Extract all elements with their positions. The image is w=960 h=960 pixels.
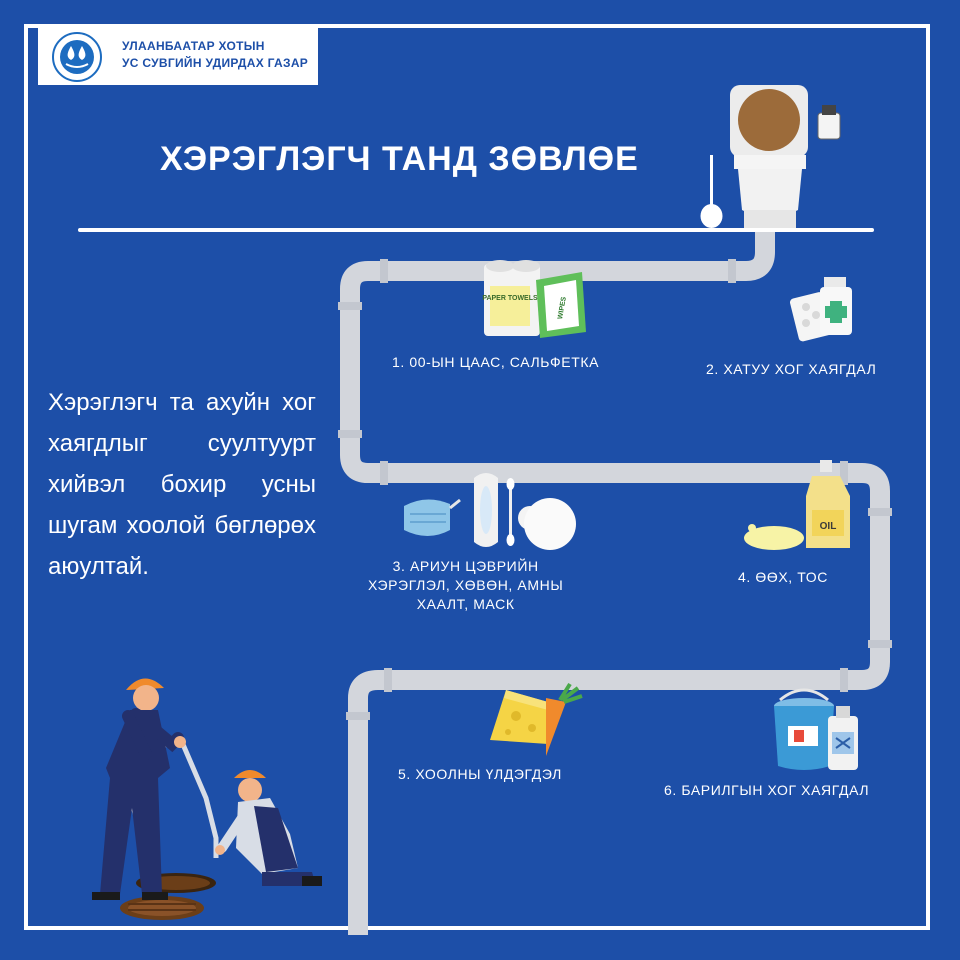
item-label-3: 3. АРИУН ЦЭВРИЙН ХЭРЭГЛЭЛ, ХӨВӨН, АМНЫ Х… [368, 557, 563, 614]
item-label-3-line2: ХЭРЭГЛЭЛ, ХӨВӨН, АМНЫ [368, 577, 564, 593]
pipe-joint [346, 712, 370, 720]
hygiene-products-icon [404, 473, 576, 550]
pills-bottle-icon [790, 277, 852, 342]
item-label-5: 5. ХООЛНЫ ҮЛДЭГДЭЛ [398, 766, 562, 782]
pipe-joint [380, 259, 388, 283]
item-label-2: 2. ХАТУУ ХОГ ХАЯГДАЛ [706, 361, 877, 377]
item-label-6: 6. БАРИЛГЫН ХОГ ХАЯГДАЛ [664, 782, 870, 798]
sewer-workers-illustration [92, 678, 322, 920]
food-scraps-icon [490, 682, 583, 756]
organization-name-line2: УС СУВГИЙН УДИРДАХ ГАЗАР [122, 56, 309, 70]
paper-towels-wipes-icon: PAPER TOWELS WIPES [482, 260, 586, 338]
pipe-joint [380, 461, 388, 485]
drain-pipe [340, 232, 890, 935]
paper-towels-icon-text: PAPER TOWELS [482, 295, 538, 302]
title-underline [78, 228, 874, 232]
organization-name-line1: УЛААНБААТАР ХОТЫН [122, 39, 265, 53]
pipe-joint [868, 508, 892, 516]
pipe-joint [338, 302, 362, 310]
advice-text: Хэрэглэгч та ахуйн хог хаягдлыг суултуур… [48, 389, 316, 580]
toilet-icon [700, 85, 841, 228]
water-utility-seal-icon [52, 32, 102, 82]
pipe-joint [868, 640, 892, 648]
item-label-1: 1. 00-ЫН ЦААС, САЛЬФЕТКА [392, 354, 600, 370]
pipe-joint [338, 430, 362, 438]
oil-icon-text: OIL [820, 521, 837, 532]
page-title: ХЭРЭГЛЭГЧ ТАНД ЗӨВЛӨЕ [160, 140, 639, 178]
pipe-joint [840, 461, 848, 485]
pipe-joint [728, 259, 736, 283]
organization-header: УЛААНБААТАР ХОТЫН УС СУВГИЙН УДИРДАХ ГАЗ… [38, 27, 318, 85]
item-label-3-line3: ХААЛТ, МАСК [416, 596, 515, 612]
item-label-3-line1: 3. АРИУН ЦЭВРИЙН [392, 558, 539, 574]
pipe-joint [840, 668, 848, 692]
white-frame [24, 24, 930, 930]
item-label-4: 4. ӨӨХ, ТОС [738, 569, 828, 585]
pipe-joint [384, 668, 392, 692]
wipes-icon-text: WIPES [557, 296, 568, 320]
oil-bottle-icon: OIL [744, 460, 850, 550]
paint-bucket-icon [774, 688, 858, 770]
